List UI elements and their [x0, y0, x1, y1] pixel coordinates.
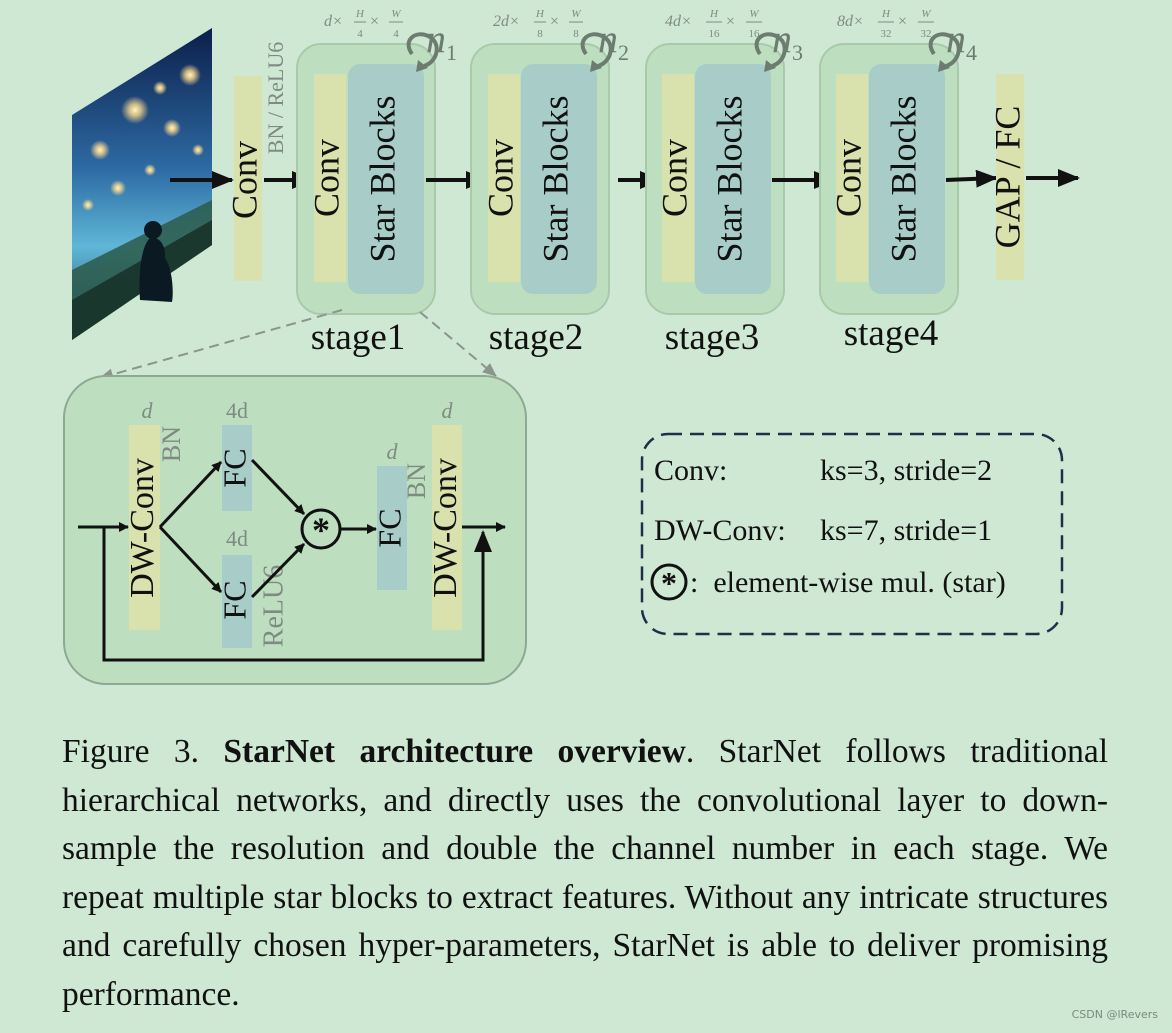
stage-conv-label: Conv — [654, 139, 694, 217]
star-blocks-label: Star Blocks — [883, 96, 923, 263]
dwconv-1-dim: d — [142, 398, 154, 423]
star-blocks-box — [695, 64, 771, 294]
stage-dim-w-num: W — [571, 8, 581, 20]
stage-dim-h-num: H — [355, 8, 365, 20]
repeat-count: n4 — [946, 16, 977, 65]
star-blocks-box — [521, 64, 597, 294]
stage-dim-mid: × — [898, 13, 907, 30]
legend-dwconv-value: ks=7, stride=1 — [820, 514, 992, 547]
repeat-loop-icon — [928, 32, 961, 68]
stage-label: stage2 — [489, 317, 584, 358]
star-block-container — [63, 375, 527, 685]
stage-dim-h-num: H — [709, 8, 719, 20]
fc-top-box — [222, 425, 252, 511]
stage-2: Conv Star Blocks stage2 2d× H 8 × W 8 n2 — [470, 8, 629, 358]
dwconv-2-dim: d — [442, 398, 454, 423]
legend-conv-value: ks=3, stride=2 — [820, 454, 992, 487]
stage-dim-h-den: 32 — [881, 28, 892, 40]
stage-dim-mid: × — [726, 13, 735, 30]
head-label: GAP / FC — [987, 106, 1027, 249]
stage-conv-box — [488, 74, 520, 282]
stage-dim-mid: × — [550, 13, 559, 30]
stage-conv-label: Conv — [828, 139, 868, 217]
bn-2-label: BN — [402, 463, 431, 499]
stage-dim-w-den: 8 — [573, 28, 579, 40]
fc-bottom-dim: 4d — [226, 526, 248, 551]
star-operator-symbol: * — [312, 510, 330, 550]
stage-conv-box — [662, 74, 694, 282]
star-blocks-box — [869, 64, 945, 294]
stage-3: Conv Star Blocks stage3 4d× H 16 × W 16 … — [645, 8, 803, 358]
dwconv-2-label: DW-Conv — [427, 458, 464, 598]
dwconv-1-box — [129, 425, 160, 630]
stem-conv-label: Conv — [224, 141, 264, 219]
repeat-loop-icon — [754, 32, 787, 68]
star-blocks-box — [348, 64, 424, 294]
star-block-detail: DW-Conv d BN FC 4d FC 4d ReLU6 * FC d BN… — [63, 375, 527, 685]
stage-conv-label: Conv — [480, 139, 520, 217]
fc-bottom-box — [222, 555, 252, 648]
stage-label: stage4 — [844, 313, 939, 354]
stage-dim-h-den: 4 — [357, 28, 363, 40]
star-blocks-label: Star Blocks — [535, 96, 575, 263]
stage-dim-w-num: W — [921, 8, 931, 20]
repeat-loop-icon — [406, 32, 439, 68]
caption-prefix: Figure 3. — [62, 733, 224, 770]
fc-top-label: FC — [216, 448, 252, 487]
stage-conv-box — [314, 74, 346, 282]
stage-dim-w-den: 16 — [749, 28, 761, 40]
dwconv-2-box — [432, 425, 462, 630]
stem-bn-relu-label: BN / ReLU6 — [263, 42, 288, 154]
stage-1: Conv Star Blocks stage1 d× H 4 × W 4 n1 — [296, 8, 457, 358]
star-blocks-label: Star Blocks — [709, 96, 749, 263]
stage-conv-label: Conv — [306, 139, 346, 217]
stage-dim-h-den: 16 — [709, 28, 721, 40]
architecture-diagram: Conv BN / ReLU6 Conv Star Blocks stage1 … — [63, 8, 1080, 685]
stage-dims: 4d× — [665, 13, 692, 30]
watermark: CSDN @lRevers — [1071, 1008, 1158, 1021]
repeat-count: n1 — [426, 16, 457, 65]
head-box — [996, 74, 1024, 280]
legend-star-icon — [650, 563, 688, 601]
fc-out-box — [377, 466, 407, 590]
figure-caption: Figure 3. StarNet architecture overview.… — [62, 728, 1108, 1019]
stage-conv-box — [836, 74, 868, 282]
stage-dims: d× — [324, 13, 343, 30]
legend-dwconv-key: DW-Conv: — [654, 514, 786, 547]
stage-label: stage1 — [311, 317, 406, 358]
repeat-count: n3 — [772, 16, 803, 65]
fc-out-dim: d — [387, 439, 399, 464]
legend-star-symbol: * — [661, 565, 677, 601]
dwconv-1-label: DW-Conv — [124, 458, 161, 598]
stage-dim-h-den: 8 — [537, 28, 543, 40]
bn-1-label: BN — [157, 426, 186, 462]
fc-bottom-label: FC — [216, 580, 252, 619]
stage-4: Conv Star Blocks stage4 8d× H 32 × W 32 … — [819, 8, 977, 354]
stage-dim-h-num: H — [535, 8, 545, 20]
caption-title: StarNet architecture overview — [223, 733, 686, 770]
legend: Conv: ks=3, stride=2 DW-Conv: ks=7, stri… — [640, 432, 1064, 636]
input-image — [72, 28, 212, 340]
fc-top-dim: 4d — [226, 398, 248, 423]
legend-box — [640, 432, 1064, 636]
stage-dims: 2d× — [493, 13, 520, 30]
legend-star-value: : element-wise mul. (star) — [690, 566, 1006, 599]
stage-dim-mid: × — [370, 13, 379, 30]
stage-dim-w-den: 4 — [393, 28, 399, 40]
stem-conv-box — [234, 76, 262, 281]
stage-label: stage3 — [665, 317, 760, 358]
fc-out-label: FC — [371, 508, 407, 547]
stage-dim-h-num: H — [881, 8, 891, 20]
repeat-count: n2 — [598, 16, 629, 65]
caption-body: . StarNet follows traditional hierarchic… — [62, 733, 1109, 1013]
repeat-loop-icon — [580, 32, 613, 68]
relu-label: ReLU6 — [258, 565, 289, 647]
stage-dim-w-num: W — [391, 8, 401, 20]
stage-dim-w-den: 32 — [921, 28, 932, 40]
star-blocks-label: Star Blocks — [362, 96, 402, 263]
stage-dim-w-num: W — [749, 8, 759, 20]
legend-conv-key: Conv: — [654, 454, 727, 487]
stage-dims: 8d× — [837, 13, 864, 30]
